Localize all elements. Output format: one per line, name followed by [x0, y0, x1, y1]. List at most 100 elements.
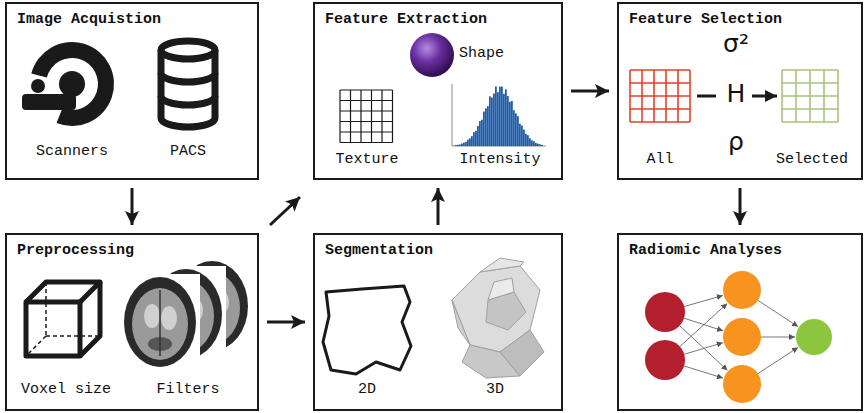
- voxel-cube: [26, 282, 100, 356]
- intensity-histogram: [452, 84, 546, 146]
- histogram-bar: [483, 112, 485, 146]
- scanner-bed: [22, 94, 76, 110]
- network-link: [684, 295, 723, 306]
- grid-line: [381, 90, 382, 143]
- histogram-bar: [491, 98, 493, 146]
- brain-midline: [159, 290, 161, 356]
- box-heading: Preprocessing: [7, 235, 257, 259]
- process-box: Segmentation: [313, 233, 563, 411]
- grid-line: [392, 90, 393, 143]
- box-heading: Radiomic Analyses: [619, 235, 861, 259]
- hidden-neuron: [723, 271, 761, 309]
- histogram-bar: [523, 129, 525, 146]
- cube-top: [26, 282, 100, 302]
- grid-line: [340, 110, 393, 111]
- database-band: [161, 96, 215, 105]
- histogram-bar: [469, 138, 471, 146]
- histogram-bar: [529, 138, 531, 146]
- brain-slice: [120, 274, 200, 370]
- network-link: [758, 347, 798, 373]
- histogram-bar: [531, 140, 533, 146]
- histogram-bar: [517, 116, 519, 146]
- histogram-bar: [505, 89, 507, 146]
- hidden-edge: [45, 282, 47, 336]
- brain-detail: [161, 306, 177, 330]
- flow-arrow: [131, 188, 134, 225]
- database-band: [161, 73, 215, 82]
- slice-ground: [120, 274, 200, 370]
- part-label: Scanners: [36, 143, 108, 161]
- histogram-bar: [481, 120, 483, 146]
- input-neuron: [645, 340, 685, 380]
- part-label: All: [646, 151, 673, 169]
- hidden-neuron: [723, 365, 761, 403]
- part-label: 2D: [358, 381, 376, 399]
- histogram-bar: [463, 143, 465, 146]
- histogram-bar: [537, 144, 539, 146]
- histogram-bar: [461, 144, 463, 146]
- database-icon: [161, 41, 215, 127]
- brain-detail: [144, 304, 160, 328]
- grid-line: [360, 90, 361, 143]
- histogram-bar: [535, 143, 537, 146]
- flow-arrow: [270, 197, 300, 225]
- grid-line: [630, 95, 690, 97]
- histogram-bar: [519, 124, 521, 146]
- grid-line: [782, 108, 838, 110]
- grid-line: [782, 95, 838, 97]
- histogram-bar: [485, 108, 487, 146]
- math-symbol: σ²: [723, 30, 749, 58]
- patient-head: [31, 79, 45, 93]
- box-heading: Feature Extraction: [315, 4, 561, 28]
- flow-arrow: [437, 188, 440, 225]
- output-neuron: [796, 319, 832, 355]
- flow-arrow: [267, 321, 305, 324]
- part-label: Selected: [776, 151, 848, 169]
- histogram-bar: [539, 144, 541, 146]
- grid-line: [340, 100, 393, 101]
- histogram-bar: [527, 135, 529, 146]
- part-label: Intensity: [459, 151, 540, 169]
- histogram-bar: [499, 87, 501, 146]
- network-link: [758, 300, 798, 326]
- math-symbol: H: [727, 80, 746, 108]
- grid-line: [340, 142, 393, 143]
- contour-2d: [323, 286, 411, 374]
- scanner-bore: [59, 71, 85, 97]
- mesh-face: [480, 258, 524, 272]
- histogram-bar: [455, 145, 457, 147]
- network-link: [684, 343, 723, 355]
- grid-line: [340, 131, 393, 132]
- scanner-gantry: [31, 42, 114, 126]
- texture-grid: [340, 90, 393, 143]
- all-features-grid: [630, 70, 690, 122]
- network-link: [761, 337, 795, 338]
- network-link: [684, 366, 723, 378]
- input-neuron: [645, 292, 685, 332]
- mesh-3d: [452, 258, 544, 378]
- mesh-face: [488, 278, 514, 300]
- histogram-bar: [513, 110, 515, 146]
- box-heading: Segmentation: [315, 235, 561, 259]
- histogram-bar: [495, 86, 497, 146]
- histogram-bar: [515, 113, 517, 146]
- grid-line: [782, 69, 838, 71]
- selected-features-grid: [782, 70, 838, 122]
- histogram-bar: [457, 145, 459, 146]
- histogram-bar: [471, 136, 473, 146]
- histogram-bar: [497, 92, 499, 146]
- grid-line: [630, 82, 690, 84]
- histogram-bar: [533, 141, 535, 146]
- skull: [124, 277, 196, 367]
- grid-line: [782, 121, 838, 123]
- hidden-edge: [26, 336, 46, 356]
- histogram-bar: [507, 96, 509, 146]
- grid-line: [371, 90, 372, 143]
- network-link: [680, 303, 727, 346]
- grid-line: [339, 90, 340, 143]
- cube-side: [80, 282, 100, 356]
- grid-line: [630, 69, 690, 71]
